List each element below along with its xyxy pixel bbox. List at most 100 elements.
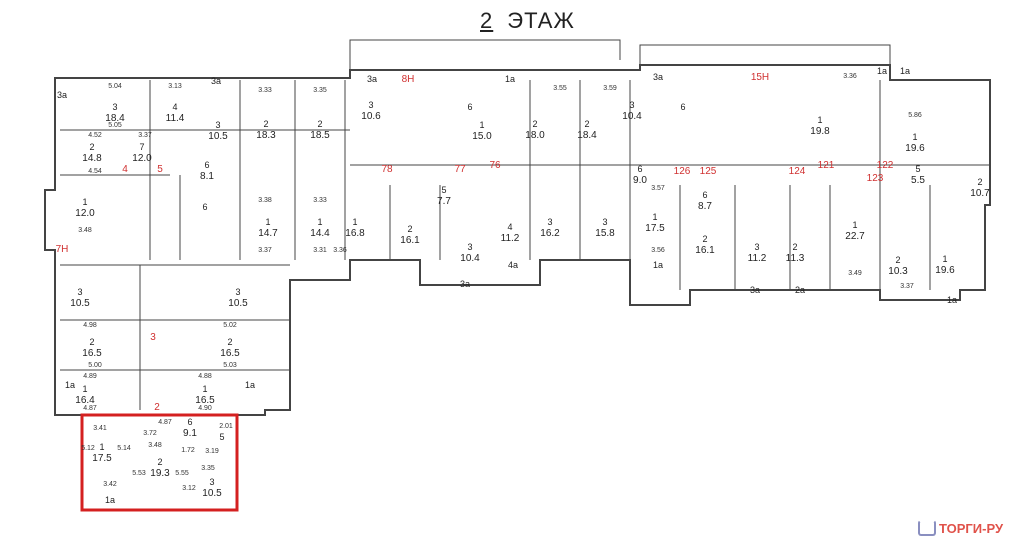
dimension: 1.72 <box>181 447 195 454</box>
balcony-label: 3a <box>653 72 663 82</box>
balcony-label: 3a <box>460 279 470 289</box>
walls <box>44 39 991 416</box>
room-number: 2 <box>895 255 900 265</box>
room-number: 2 <box>532 119 537 129</box>
highlighted-apartment-outline[interactable] <box>80 413 239 512</box>
room-area: 9.0 <box>633 175 647 186</box>
room-area: 16.5 <box>195 395 215 406</box>
dimension: 5.05 <box>108 122 122 129</box>
dimension: 4.89 <box>83 373 97 380</box>
dimension: 3.19 <box>205 448 219 455</box>
dimension: 5.12 <box>81 445 95 452</box>
balcony-label: 3a <box>57 90 67 100</box>
room-number: 3 <box>112 102 117 112</box>
dimension: 5.03 <box>223 362 237 369</box>
room-number: 6 <box>187 417 192 427</box>
room-area: 15.8 <box>595 228 615 239</box>
balcony-label: 1a <box>947 295 957 305</box>
room-area: 19.6 <box>905 143 925 154</box>
dimension: 3.72 <box>143 430 157 437</box>
room-number: 3 <box>547 217 552 227</box>
room-area: 16.1 <box>695 245 715 256</box>
dimension: 3.48 <box>78 227 92 234</box>
room-number: 1 <box>912 132 917 142</box>
balcony-label: 3a <box>211 76 221 86</box>
room-number: 4 <box>507 222 512 232</box>
torgi-ru-logo: ТОРГИ-РУ <box>918 520 1003 536</box>
room-number: 3 <box>235 287 240 297</box>
dimension: 5.14 <box>117 445 131 452</box>
room-area: 11.2 <box>748 253 767 264</box>
room-area: 7.7 <box>437 196 451 207</box>
room-number: 2 <box>89 142 94 152</box>
floor-title: 2 ЭТАЖ <box>480 8 575 34</box>
room-number: 3 <box>754 242 759 252</box>
room-area: 19.6 <box>935 265 955 276</box>
dimension: 3.13 <box>168 83 182 90</box>
room-area: 11.2 <box>501 233 520 244</box>
balcony-label: 1a <box>877 66 887 76</box>
dimension: 3.59 <box>603 85 617 92</box>
room-number: 1 <box>652 212 657 222</box>
room-number: 6 <box>702 190 707 200</box>
room-number: 2 <box>792 242 797 252</box>
room-number: 1 <box>265 217 270 227</box>
room-area: 18.3 <box>256 130 276 141</box>
room-number: 2 <box>157 457 162 467</box>
floor-number: 2 <box>480 8 494 33</box>
room-number: 6 <box>467 102 472 112</box>
dimension: 5.04 <box>108 83 122 90</box>
balcony-label: 1a <box>505 74 515 84</box>
room-area: 10.6 <box>361 111 381 122</box>
room-area: 12.0 <box>132 153 152 164</box>
red-marker: 15Н <box>751 72 769 83</box>
red-marker: 123 <box>867 173 884 184</box>
room-number: 1 <box>352 217 357 227</box>
room-number: 1 <box>82 197 87 207</box>
dimension: 3.38 <box>258 197 272 204</box>
room-area: 18.0 <box>525 130 545 141</box>
dimension: 3.55 <box>553 85 567 92</box>
red-marker: 76 <box>489 160 501 171</box>
room-area: 10.5 <box>70 298 90 309</box>
room-area: 18.4 <box>577 130 597 141</box>
room-area: 10.5 <box>208 131 228 142</box>
balcony-label: 1a <box>105 495 115 505</box>
red-marker: 5 <box>157 164 163 175</box>
room-area: 8.1 <box>200 171 214 182</box>
room-area: 9.1 <box>183 428 197 439</box>
room-number: 2 <box>584 119 589 129</box>
dimension: 5.00 <box>88 362 102 369</box>
room-area: 12.0 <box>75 208 95 219</box>
room-area: 14.4 <box>310 228 330 239</box>
room-number: 1 <box>479 120 484 130</box>
balcony-label: 1a <box>245 380 255 390</box>
room-number: 3 <box>215 120 220 130</box>
balcony-label: 2a <box>795 285 805 295</box>
dimension: 5.55 <box>175 470 189 477</box>
dimension: 3.37 <box>138 132 152 139</box>
dimension: 3.31 <box>313 247 327 254</box>
room-area: 10.5 <box>202 488 222 499</box>
room-area: 10.5 <box>228 298 248 309</box>
room-number: 3 <box>77 287 82 297</box>
dimension: 4.90 <box>198 405 212 412</box>
dimension: 3.57 <box>651 185 665 192</box>
room-number: 3 <box>629 100 634 110</box>
room-number: 5 <box>915 164 920 174</box>
room-area: 19.8 <box>810 126 830 137</box>
room-number: 1 <box>852 220 857 230</box>
dimension: 4.87 <box>83 405 97 412</box>
room-area: 10.4 <box>622 111 642 122</box>
room-area: 14.7 <box>258 228 278 239</box>
dimension: 3.48 <box>148 442 162 449</box>
room-number: 3 <box>209 477 214 487</box>
logo-text: ТОРГИ-РУ <box>939 520 1004 536</box>
dimension: 4.88 <box>198 373 212 380</box>
room-area: 16.5 <box>82 348 102 359</box>
room-area: 5.5 <box>911 175 925 186</box>
floor-label: ЭТАЖ <box>507 8 575 33</box>
